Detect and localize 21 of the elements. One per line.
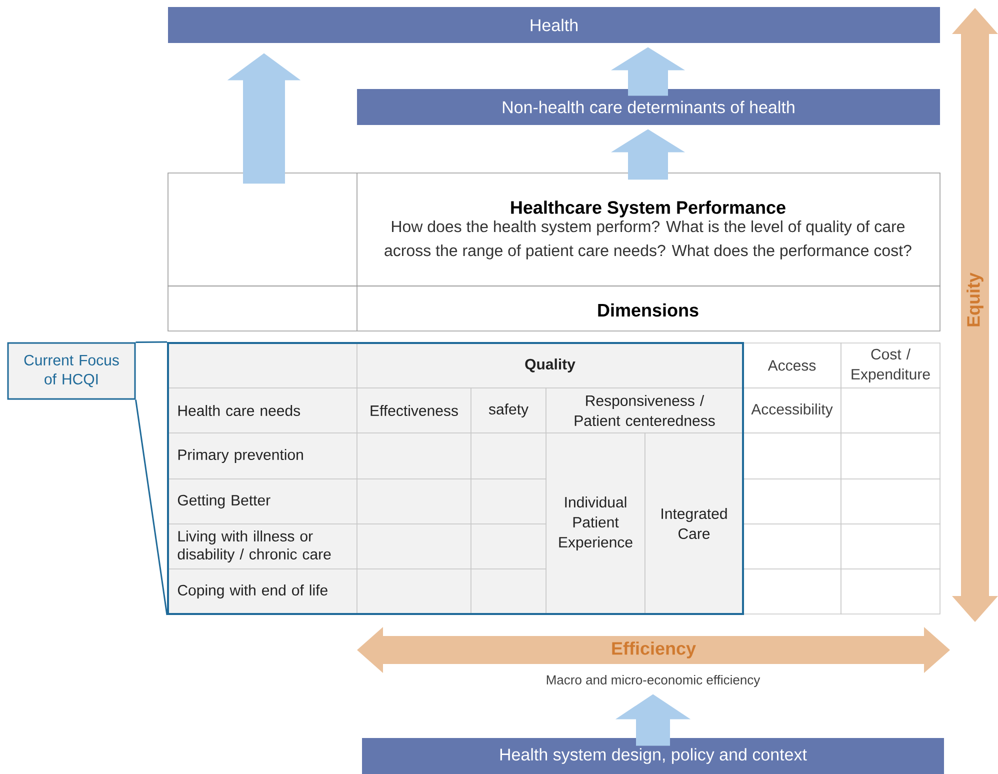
table-cell: Primary prevention: [168, 432, 358, 480]
leader-line: [135, 400, 168, 616]
table-cell: Living with illness or disability / chronic care: [168, 524, 358, 570]
focus-outline: [167, 342, 744, 615]
band: Non-health care determinants of health: [357, 89, 940, 125]
table-cell: Effectiveness: [356, 388, 472, 434]
table-cell: safety: [470, 388, 546, 434]
band: Health system design, policy and context: [362, 738, 944, 774]
table-cell: Cost / Expenditure: [840, 342, 940, 388]
table-cell: Individual Patient Experience: [546, 432, 646, 614]
subtitle: Macro and micro-economic efficiency: [546, 674, 760, 688]
table-cell: Access: [742, 342, 842, 388]
table-cell: Accessibility: [742, 388, 842, 434]
dimensions-row: Dimensions: [168, 286, 940, 332]
performance-box: Healthcare System Performance How does the health system perform? What is the level of quality of care across the range of patient care needs? What does the performance cost?: [168, 172, 940, 286]
table-cell: Coping with end of life: [168, 568, 358, 614]
table-cell: Health care needs: [168, 388, 358, 434]
table-cell: Integrated Care: [644, 432, 744, 614]
callout-box: Current Focus of HCQI: [7, 342, 136, 400]
table-cell: Getting Better: [168, 478, 358, 524]
band: Health: [168, 7, 940, 43]
